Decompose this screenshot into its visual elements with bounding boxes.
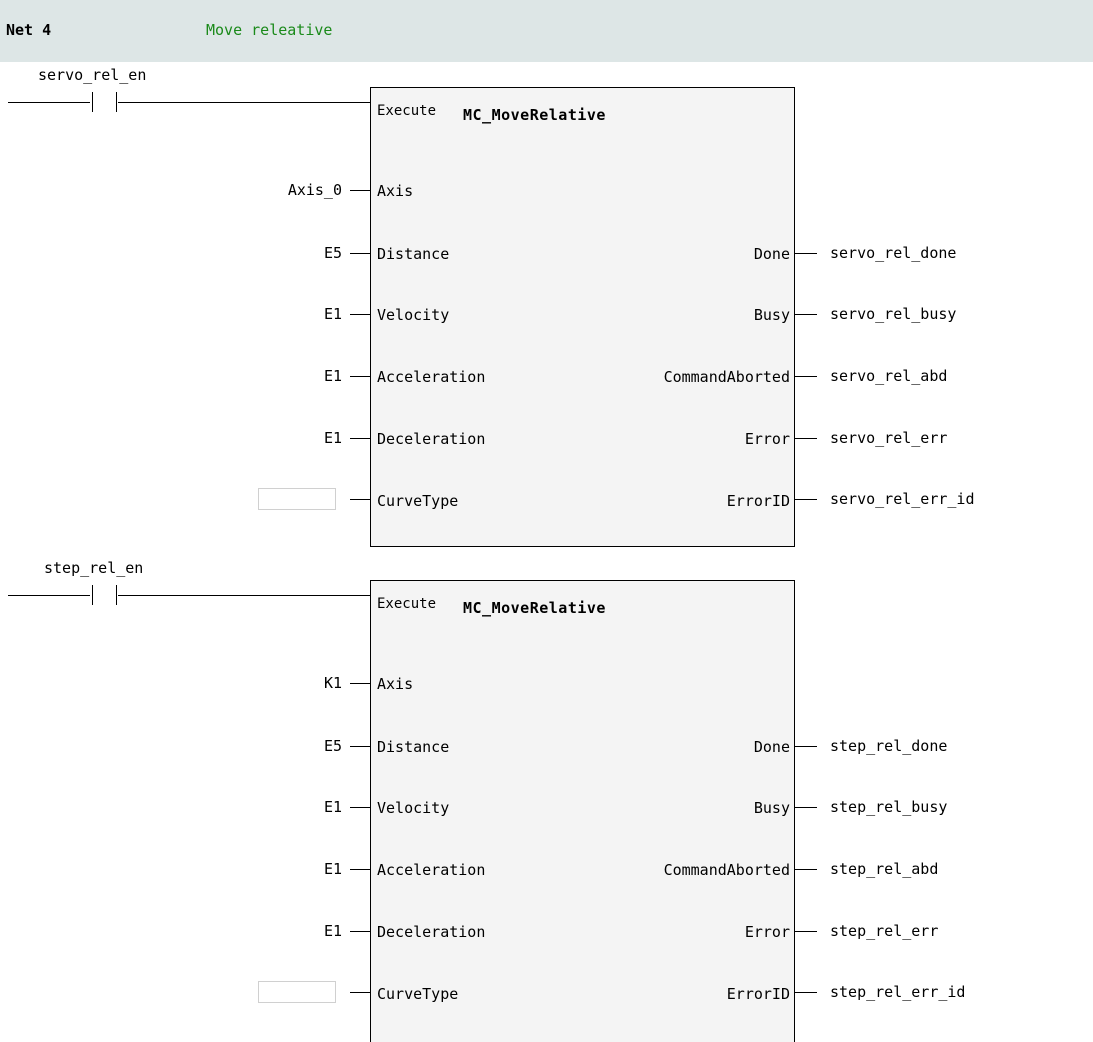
pin-deceleration: Deceleration (377, 430, 486, 448)
rung-wire (118, 102, 370, 103)
network-header: Net 4 Move releative (0, 0, 1093, 62)
contact-symbol-left[interactable] (92, 585, 93, 605)
output-variable[interactable]: step_rel_abd (830, 860, 939, 878)
output-variable[interactable]: servo_rel_err_id (830, 490, 975, 508)
input-wire (350, 683, 370, 684)
output-variable[interactable]: servo_rel_done (830, 244, 957, 262)
curvetype-input-empty[interactable] (258, 488, 336, 510)
pin-axis: Axis (377, 182, 414, 200)
function-block-title: MC_MoveRelative (463, 106, 606, 124)
pin-distance: Distance (377, 738, 450, 756)
pin-errorid: ErrorID (726, 985, 790, 1003)
input-wire (350, 992, 370, 993)
output-wire (795, 992, 817, 993)
input-variable[interactable]: E1 (323, 429, 342, 447)
function-block[interactable]: Execute MC_MoveRelative Axis Distance Ve… (370, 87, 795, 547)
input-wire (350, 376, 370, 377)
contact-label: step_rel_en (44, 559, 144, 577)
rung-servo: servo_rel_en Execute MC_MoveRelative Axi… (0, 62, 1093, 552)
contact-label: servo_rel_en (38, 66, 147, 84)
input-wire (350, 314, 370, 315)
contact-symbol-right[interactable] (116, 92, 117, 112)
input-variable[interactable]: Axis_0 (287, 181, 342, 199)
input-variable[interactable]: K1 (323, 674, 342, 692)
pin-error: Error (744, 923, 790, 941)
output-variable[interactable]: step_rel_done (830, 737, 948, 755)
function-block[interactable]: Execute MC_MoveRelative Axis Distance Ve… (370, 580, 795, 1042)
input-wire (350, 869, 370, 870)
pin-execute: Execute (377, 103, 437, 119)
output-wire (795, 869, 817, 870)
curvetype-input-empty[interactable] (258, 981, 336, 1003)
contact-symbol-left[interactable] (92, 92, 93, 112)
output-wire (795, 499, 817, 500)
input-wire (350, 499, 370, 500)
pin-velocity: Velocity (377, 306, 450, 324)
pin-axis: Axis (377, 675, 414, 693)
pin-done: Done (753, 245, 790, 263)
pin-deceleration: Deceleration (377, 923, 486, 941)
input-wire (350, 807, 370, 808)
pin-curvetype: CurveType (377, 492, 459, 510)
output-wire (795, 376, 817, 377)
output-variable[interactable]: step_rel_err (830, 922, 939, 940)
output-wire (795, 253, 817, 254)
pin-done: Done (753, 738, 790, 756)
pin-commandaborted: CommandAborted (663, 368, 790, 386)
output-wire (795, 314, 817, 315)
output-variable[interactable]: servo_rel_busy (830, 305, 957, 323)
output-wire (795, 438, 817, 439)
pin-curvetype: CurveType (377, 985, 459, 1003)
pin-busy: Busy (753, 799, 790, 817)
input-variable[interactable]: E1 (323, 305, 342, 323)
input-variable[interactable]: E1 (323, 798, 342, 816)
rung-wire (8, 595, 90, 596)
input-variable[interactable]: E1 (323, 367, 342, 385)
output-wire (795, 931, 817, 932)
rung-step: step_rel_en Execute MC_MoveRelative Axis… (0, 555, 1093, 1042)
output-variable[interactable]: step_rel_busy (830, 798, 948, 816)
input-wire (350, 253, 370, 254)
pin-distance: Distance (377, 245, 450, 263)
output-wire (795, 807, 817, 808)
rung-wire (118, 595, 370, 596)
pin-commandaborted: CommandAborted (663, 861, 790, 879)
function-block-title: MC_MoveRelative (463, 599, 606, 617)
rung-wire (8, 102, 90, 103)
input-wire (350, 746, 370, 747)
pin-execute: Execute (377, 596, 437, 612)
pin-acceleration: Acceleration (377, 368, 486, 386)
input-variable[interactable]: E1 (323, 922, 342, 940)
output-variable[interactable]: step_rel_err_id (830, 983, 966, 1001)
network-label: Net 4 (6, 21, 52, 39)
input-variable[interactable]: E1 (323, 860, 342, 878)
pin-busy: Busy (753, 306, 790, 324)
pin-velocity: Velocity (377, 799, 450, 817)
contact-symbol-right[interactable] (116, 585, 117, 605)
input-variable[interactable]: E5 (323, 737, 342, 755)
input-variable[interactable]: E5 (323, 244, 342, 262)
input-wire (350, 190, 370, 191)
input-wire (350, 438, 370, 439)
pin-errorid: ErrorID (726, 492, 790, 510)
input-wire (350, 931, 370, 932)
pin-error: Error (744, 430, 790, 448)
output-variable[interactable]: servo_rel_err (830, 429, 948, 447)
network-comment[interactable]: Move releative (206, 21, 333, 39)
pin-acceleration: Acceleration (377, 861, 486, 879)
output-variable[interactable]: servo_rel_abd (830, 367, 948, 385)
output-wire (795, 746, 817, 747)
